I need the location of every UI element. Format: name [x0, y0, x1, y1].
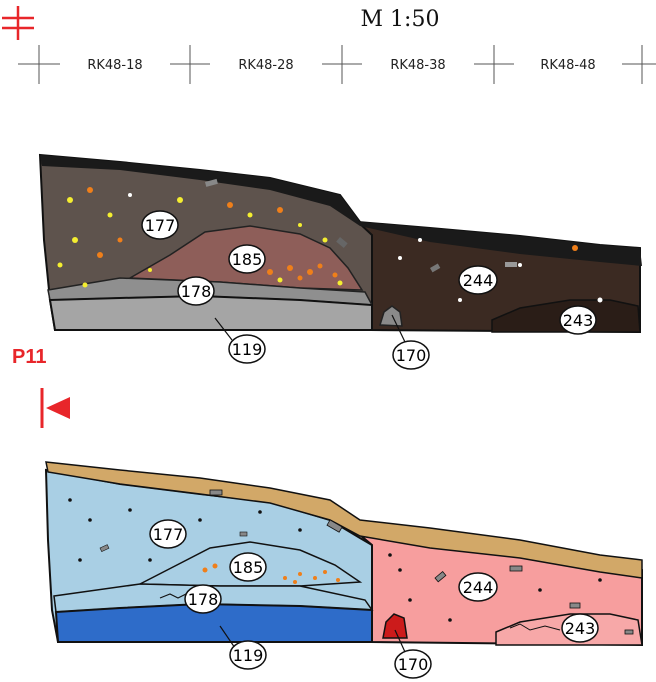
- grid-label-1: RK48-18: [87, 58, 142, 73]
- layer-119-drawing: [54, 602, 373, 643]
- photo-section: [38, 153, 642, 334]
- grid-crosses: [18, 45, 656, 84]
- layer-170-drawing: [382, 613, 408, 639]
- drawing-label-177: 177: [153, 525, 184, 544]
- inclusions-drawing: [68, 489, 634, 635]
- drawing-label-244: 244: [463, 578, 494, 597]
- photo-label-177: 177: [145, 216, 176, 235]
- drawing-layer-labels: 177 185 178 119 170 244 243: [149, 519, 599, 679]
- grid-label-3: RK48-38: [390, 58, 445, 73]
- grid-label-4: RK48-48: [540, 58, 595, 73]
- photo-layer-labels: 177 185 178 119 170 244 243: [141, 210, 597, 370]
- layer-170-photo: [378, 305, 403, 327]
- photo-label-119: 119: [232, 340, 263, 359]
- drawing-section: [44, 461, 643, 647]
- grid-label-2: RK48-28: [238, 58, 293, 73]
- photo-label-243: 243: [563, 311, 594, 330]
- drawing-label-170: 170: [398, 655, 429, 674]
- profile-label: P11: [12, 346, 46, 368]
- inclusions-photo: [57, 178, 603, 303]
- drawing-label-243: 243: [565, 619, 596, 638]
- scale-label: M 1:50: [361, 7, 440, 32]
- drawing-label-119: 119: [233, 646, 264, 665]
- datum-cross-icon: [2, 6, 34, 40]
- drawing-label-178: 178: [188, 590, 219, 609]
- photo-label-178: 178: [181, 282, 212, 301]
- section-arrow-icon: [40, 388, 70, 428]
- photo-label-170: 170: [396, 346, 427, 365]
- layer-topsoil-photo: [40, 155, 642, 266]
- photo-label-244: 244: [463, 271, 494, 290]
- drawing-label-185: 185: [233, 558, 264, 577]
- photo-label-185: 185: [232, 250, 263, 269]
- layer-topsoil-drawing: [45, 461, 643, 579]
- layer-119-photo: [48, 294, 373, 331]
